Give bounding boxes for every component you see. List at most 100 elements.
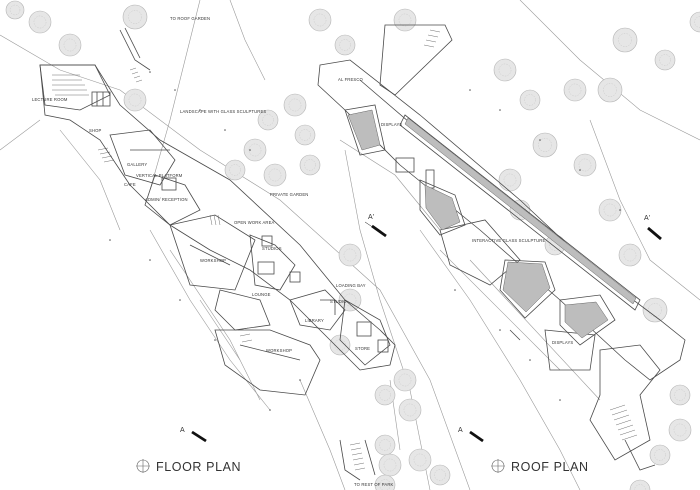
label-to-roof-garden: TO ROOF GARDEN [170,16,210,21]
tree-icon [338,243,362,267]
tree-icon [668,418,692,442]
floor-plan-building [39,27,396,481]
tree-icon [597,77,623,103]
label-workshop-1: WORKSHOP [200,258,226,263]
tree-texture [379,479,391,490]
tree-texture [413,453,427,467]
fp-section-a-prime: A' [368,214,374,221]
tree-texture [648,303,662,317]
section-bar-rp-a [469,430,484,443]
section-bar-fp-a-prime [371,224,387,238]
tree-icon [519,89,541,111]
tree-icon [58,33,82,57]
tree-texture [603,203,617,217]
floor-plan-title-group: FLOOR PLAN [136,459,241,474]
tree-texture [299,129,311,141]
label-lounge: LOUNGE [252,292,271,297]
tree-texture [673,423,687,437]
tree-icon [299,154,321,176]
tree-texture [304,159,316,171]
label-private-garden: PRIVATE GARDEN [270,192,308,197]
tree-texture [128,93,142,107]
tree-icon [689,11,700,33]
tree-texture [268,168,282,182]
label-workshop-2: WORKSHOP [266,348,292,353]
tree-icon [334,34,356,56]
tree-icon [393,368,417,392]
tree-icon [378,453,402,477]
tree-icon [393,8,417,32]
tree-icon [294,124,316,146]
tree-texture [383,458,397,472]
tree-icon [573,153,597,177]
tree-icon [224,159,246,181]
label-studio: STUDIO [330,299,347,304]
tree-texture [434,469,446,481]
tree-icon [283,93,307,117]
tree-icon [263,163,287,187]
tree-icon [398,398,422,422]
section-markers: A' A A' A [180,214,662,443]
floor-plan-labels: TO ROOF GARDEN LECTURE ROOM SHOP GALLERY… [32,16,394,487]
tree-texture [674,389,686,401]
tree-texture [63,38,77,52]
tree-icon [123,88,147,112]
section-bar-rp-a-prime [647,226,662,241]
tree-texture [313,13,327,27]
label-interactive-glass: INTERACTIVE GLASS SCULPTURE [472,238,545,243]
label-store: STORE [355,346,370,351]
tree-texture [343,293,357,307]
label-open-work-area: OPEN WORK AREA [234,220,275,225]
tree-texture [618,33,632,47]
tree-icon [493,58,517,82]
roof-plan-title: ROOF PLAN [511,460,589,474]
tree-texture [398,13,412,27]
roof-plan-title-group: ROOF PLAN [491,459,589,474]
section-bar-fp-a [191,430,207,443]
label-cafe: CAFE [124,182,136,187]
tree-icon [5,0,25,20]
tree-texture [623,248,637,262]
tree-icon [649,444,671,466]
tree-texture [524,94,536,106]
tree-texture [498,63,512,77]
label-lecture-room: LECTURE ROOM [32,97,68,102]
tree-texture [248,143,262,157]
tree-icon [629,479,651,490]
fp-section-a: A [180,427,185,434]
tree-icon [612,27,638,53]
tree-texture [503,173,517,187]
tree-icon [642,297,668,323]
rp-section-a-prime: A' [644,215,650,222]
tree-texture [568,83,582,97]
tree-texture [398,373,412,387]
roof-plan-labels: AL FRESCO DISPLAYS INTERACTIVE GLASS SCU… [338,77,573,345]
tree-texture [339,39,351,51]
label-gallery: GALLERY [127,162,147,167]
tree-texture [603,83,617,97]
tree-icon [243,138,267,162]
label-to-rest-of-park: TO REST OF PARK [354,482,394,487]
tree-texture [634,484,646,490]
label-displays-2: DISPLAYS [552,340,573,345]
tree-texture [262,114,274,126]
label-landscape: LANDSCAPE WITH GLASS SCULPTURES [180,109,266,114]
tree-texture [379,439,391,451]
tree-texture [343,248,357,262]
roof-plan-compass-icon [491,459,505,473]
tree-icon [374,384,396,406]
tree-texture [694,16,700,28]
tree-icon [532,132,558,158]
tree-texture [229,164,241,176]
tree-icon [257,109,279,131]
tree-icon [669,384,691,406]
tree-icon [122,4,148,30]
tree-texture [9,4,21,16]
tree-icon [654,49,676,71]
tree-canopies [5,0,700,490]
tree-texture [379,389,391,401]
tree-icon [374,434,396,456]
label-admin-reception: ADMIN/ RECEPTION [145,197,188,202]
tree-texture [33,15,47,29]
